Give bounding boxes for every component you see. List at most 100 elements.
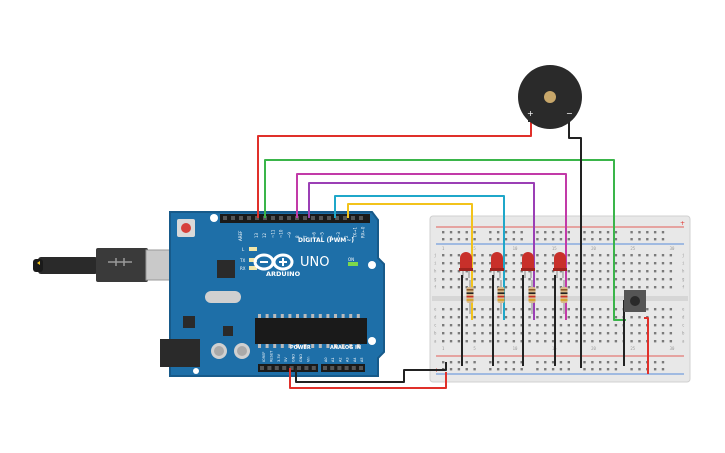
black-wire-gnd bbox=[295, 362, 447, 383]
mcu-pin bbox=[265, 314, 269, 318]
bb-hole bbox=[661, 324, 665, 327]
bb-hole bbox=[481, 332, 484, 335]
bb-hole bbox=[551, 316, 555, 319]
rail-hole bbox=[520, 238, 523, 241]
rail-hole bbox=[512, 361, 516, 364]
bb-hole bbox=[520, 270, 523, 273]
rail-hole bbox=[496, 231, 500, 234]
black-wire-buzzer bbox=[568, 118, 582, 368]
bb-hole bbox=[591, 270, 594, 273]
header-pin bbox=[351, 216, 355, 220]
rail-hole bbox=[544, 231, 547, 234]
bb-hole bbox=[606, 262, 610, 265]
col-number: 30 bbox=[670, 346, 675, 351]
bb-hole bbox=[559, 324, 563, 327]
bb-hole bbox=[544, 270, 547, 273]
bb-hole bbox=[653, 324, 657, 327]
bb-hole bbox=[496, 332, 500, 335]
regulator bbox=[183, 316, 195, 328]
bb-hole bbox=[646, 270, 649, 273]
bb-hole bbox=[575, 308, 578, 311]
led-label-rx: RX bbox=[240, 266, 246, 271]
buzzer-plus: + bbox=[527, 109, 534, 118]
bb-hole bbox=[457, 278, 461, 281]
bb-hole bbox=[449, 308, 453, 311]
bb-hole bbox=[575, 316, 578, 319]
bb-hole bbox=[575, 278, 578, 281]
col-number: 10 bbox=[513, 346, 518, 351]
col-number: 1 bbox=[442, 246, 445, 251]
bb-hole bbox=[544, 286, 547, 289]
row-letter: c bbox=[434, 323, 437, 328]
header-pin bbox=[319, 216, 323, 220]
mcu-pin bbox=[288, 314, 292, 318]
rail-hole bbox=[583, 361, 586, 364]
bb-hole bbox=[481, 324, 484, 327]
bb-hole bbox=[504, 254, 508, 257]
bb-hole bbox=[614, 332, 618, 335]
bb-hole bbox=[457, 308, 461, 311]
bb-hole bbox=[544, 308, 547, 311]
led-label-l: L bbox=[242, 247, 245, 252]
rail-hole bbox=[591, 361, 594, 364]
pin-label: TX→1 bbox=[352, 226, 357, 239]
bb-hole bbox=[520, 278, 523, 281]
rail-hole bbox=[614, 361, 618, 364]
bb-hole bbox=[536, 262, 539, 265]
bb-hole bbox=[449, 340, 453, 343]
bb-hole bbox=[512, 324, 516, 327]
bb-hole bbox=[504, 340, 508, 343]
col-number: 10 bbox=[513, 246, 518, 251]
bb-hole bbox=[449, 270, 453, 273]
pin-label: ~3 bbox=[336, 232, 341, 238]
bb-hole bbox=[489, 324, 492, 327]
col-number: 30 bbox=[670, 246, 675, 251]
bb-hole bbox=[638, 324, 641, 327]
bb-hole bbox=[661, 254, 665, 257]
rail-hole bbox=[520, 231, 523, 234]
mcu-pin bbox=[280, 314, 284, 318]
rail-hole bbox=[630, 368, 633, 371]
bb-hole bbox=[544, 332, 547, 335]
bb-hole bbox=[544, 262, 547, 265]
row-letter: e bbox=[682, 307, 685, 312]
bb-hole bbox=[442, 262, 445, 265]
bb-hole bbox=[661, 278, 665, 281]
rail-hole bbox=[465, 368, 468, 371]
bb-hole bbox=[528, 324, 531, 327]
analog-pin-label: A2 bbox=[338, 357, 342, 362]
arduino-logo: ARDUINO UNO bbox=[253, 253, 329, 278]
bb-hole bbox=[669, 278, 673, 281]
mcu-pin bbox=[356, 314, 360, 318]
bb-hole bbox=[653, 286, 657, 289]
rail-hole bbox=[591, 238, 594, 241]
mcu-pin bbox=[341, 314, 345, 318]
bb-hole bbox=[449, 254, 453, 257]
bb-hole bbox=[614, 262, 618, 265]
bb-hole bbox=[473, 316, 476, 319]
rail-hole bbox=[638, 238, 641, 241]
bb-hole bbox=[599, 316, 602, 319]
col-number: 20 bbox=[591, 246, 596, 251]
bb-hole bbox=[442, 308, 445, 311]
bb-hole bbox=[638, 270, 641, 273]
header-pin bbox=[247, 216, 251, 220]
rail-hole bbox=[591, 231, 594, 234]
bb-hole bbox=[442, 332, 445, 335]
bb-hole bbox=[481, 278, 484, 281]
pin-label: ~9 bbox=[287, 232, 292, 238]
rail-hole bbox=[520, 368, 523, 371]
mcu-pin bbox=[280, 344, 284, 348]
mcu-pin bbox=[273, 344, 277, 348]
bb-hole bbox=[599, 340, 602, 343]
bb-hole bbox=[567, 308, 570, 311]
bb-hole bbox=[591, 324, 594, 327]
bb-hole bbox=[559, 340, 563, 343]
bb-hole bbox=[567, 324, 570, 327]
rail-hole bbox=[599, 361, 602, 364]
rail-hole bbox=[599, 231, 602, 234]
analog-pin bbox=[337, 366, 342, 370]
bb-hole bbox=[653, 340, 657, 343]
power-pin bbox=[289, 366, 294, 370]
